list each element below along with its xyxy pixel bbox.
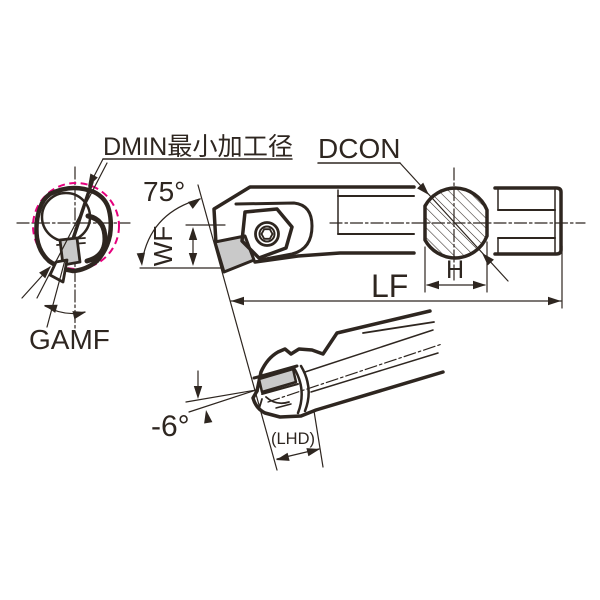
- minus6-leg-lower: [188, 389, 257, 413]
- dimension-dmin: [84, 158, 293, 189]
- bottom-view-top-outline: [255, 309, 432, 393]
- label-lf: LF: [371, 268, 408, 304]
- minus6-leg-upper: [185, 389, 257, 403]
- head-bottom-outline: [253, 251, 416, 264]
- insert-flank-gray-side: [213, 234, 256, 274]
- hex-socket-icon: [260, 228, 274, 240]
- gamf-arrowhead-right: [72, 307, 88, 320]
- pocket-line: [261, 383, 299, 395]
- bore-circle: [40, 191, 92, 243]
- label-h: H: [446, 256, 464, 284]
- construction-lines: [139, 184, 278, 471]
- insert-gray-bottom-view: [257, 367, 298, 394]
- dimension-h: [424, 241, 488, 293]
- dimension-75deg: [136, 194, 204, 267]
- lhd-extension-right: [313, 410, 324, 468]
- label-gamf: GAMF: [29, 324, 110, 355]
- dimension-minus6: [185, 370, 257, 424]
- h-arrowhead-right: [473, 280, 486, 290]
- collar-arc-2: [299, 364, 310, 413]
- dimension-wf: [185, 224, 226, 266]
- bottom-view: [251, 309, 445, 419]
- insert-hole-inner: [258, 225, 276, 243]
- dimension-lhd: [274, 410, 324, 468]
- minus6-arrowhead-up: [201, 409, 213, 424]
- gamf-arrowhead-left: [42, 300, 58, 313]
- end-view: [32, 162, 120, 328]
- insert-hole-outer: [254, 221, 280, 247]
- cylinder-line-2: [310, 352, 439, 393]
- end-view-body-outline: [34, 185, 114, 274]
- label-dmin: DMIN最小加工径: [103, 133, 293, 161]
- pocket-arc: [265, 396, 290, 405]
- side-view: [212, 185, 563, 274]
- bottom-view-bottom-outline: [251, 370, 445, 419]
- head-top-outline: [212, 185, 416, 246]
- collar-arc-1: [292, 366, 303, 415]
- dmin-circle: [32, 182, 120, 270]
- label-minus6: -6°: [151, 410, 190, 443]
- wf-arrowhead-up: [188, 227, 198, 240]
- insert-axis-line: [46, 259, 66, 328]
- wf-arrowhead-down: [188, 253, 198, 266]
- minus6-arrowhead-down: [193, 386, 203, 399]
- dimension-dcon: [317, 162, 509, 282]
- bar-edge-line: [362, 321, 435, 334]
- diameter-construction-line: [36, 162, 108, 299]
- labels: DMIN最小加工径 DCON 75° WF GAMF LF H -6° (LHD…: [29, 133, 464, 448]
- holder-tip-wedge: [48, 258, 69, 284]
- angle-75-arrowhead-bottom: [136, 252, 147, 267]
- bottom-view-axis-centerline: [267, 343, 443, 403]
- edge-extension-line: [197, 184, 278, 471]
- h-arrowhead-left: [426, 280, 439, 290]
- dimension-lf: [230, 245, 563, 309]
- label-wf: WF: [148, 226, 178, 266]
- label-lhd: (LHD): [271, 429, 315, 448]
- cylinder-line-1: [304, 329, 434, 373]
- label-dcon: DCON: [318, 133, 400, 164]
- pocket-detail-1: [258, 398, 263, 410]
- lf-arrowhead-right: [548, 296, 561, 306]
- lf-arrowhead-left: [231, 296, 244, 306]
- pocket-detail-2: [275, 403, 292, 409]
- shank-end-outline: [493, 186, 563, 256]
- clamp-profile: [84, 213, 108, 264]
- clamp-outline: [234, 201, 314, 262]
- dimension-gamf: [21, 263, 88, 320]
- insert-top-edge: [252, 364, 299, 380]
- trigon-insert-outline: [240, 207, 294, 260]
- label-75deg: 75°: [143, 176, 185, 207]
